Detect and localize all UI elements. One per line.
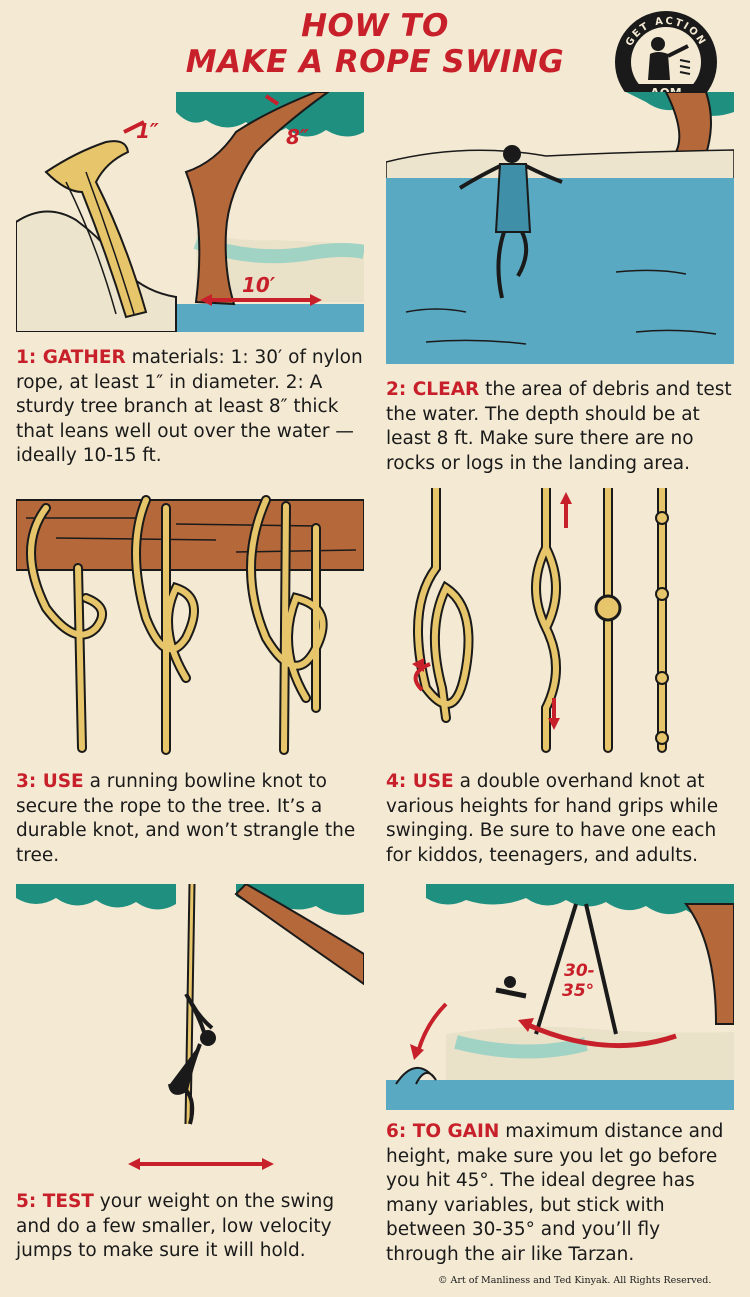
label-angle-line-2: 35° [562, 981, 594, 1001]
label-thickness: 8″ [286, 125, 309, 149]
caption-heading: 5: TEST [16, 1191, 94, 1212]
title-line-1: HOW TO [301, 8, 449, 44]
caption-heading: 4: USE [386, 771, 454, 792]
caption-clear: 2: CLEAR the area of debris and test the… [386, 378, 738, 476]
caption-body: a double overhand knot at various height… [386, 771, 719, 866]
caption-heading: 3: USE [16, 771, 84, 792]
caption-body: materials: 1: 30′ of nylon rope, at leas… [16, 347, 363, 466]
panel-gain-illustration: 30- 35° [386, 884, 734, 1110]
panel-test-illustration [16, 884, 364, 1180]
caption-test: 5: TEST your weight on the swing and do … [16, 1190, 368, 1264]
copyright-notice: © Art of Manliness and Ted Kinyak. All R… [438, 1275, 712, 1286]
caption-overhand: 4: USE a double overhand knot at various… [386, 770, 738, 868]
panel-overhand-illustration [386, 488, 734, 758]
label-distance: 10′ [242, 273, 276, 297]
caption-body: the area of debris and test the water. T… [386, 379, 732, 474]
caption-body: a running bowline knot to secure the rop… [16, 771, 356, 866]
caption-body: your weight on the swing and do a few sm… [16, 1191, 335, 1261]
caption-heading: 1: GATHER [16, 347, 126, 368]
caption-body: maximum distance and height, make sure y… [386, 1121, 724, 1265]
caption-heading: 6: TO GAIN [386, 1121, 500, 1142]
caption-heading: 2: CLEAR [386, 379, 480, 400]
caption-gather: 1: GATHER materials: 1: 30′ of nylon rop… [16, 346, 368, 469]
panel-gather-illustration: 1″ 8″ 10′ [16, 92, 364, 332]
panel-clear-illustration [386, 92, 734, 364]
caption-bowline: 3: USE a running bowline knot to secure … [16, 770, 368, 868]
label-diameter: 1″ [136, 119, 159, 143]
panel-bowline-illustration [16, 488, 364, 758]
caption-gain: 6: TO GAIN maximum distance and height, … [386, 1120, 738, 1267]
title-line-2: MAKE A ROPE SWING [185, 44, 565, 80]
label-angle-line-1: 30- [564, 961, 595, 981]
